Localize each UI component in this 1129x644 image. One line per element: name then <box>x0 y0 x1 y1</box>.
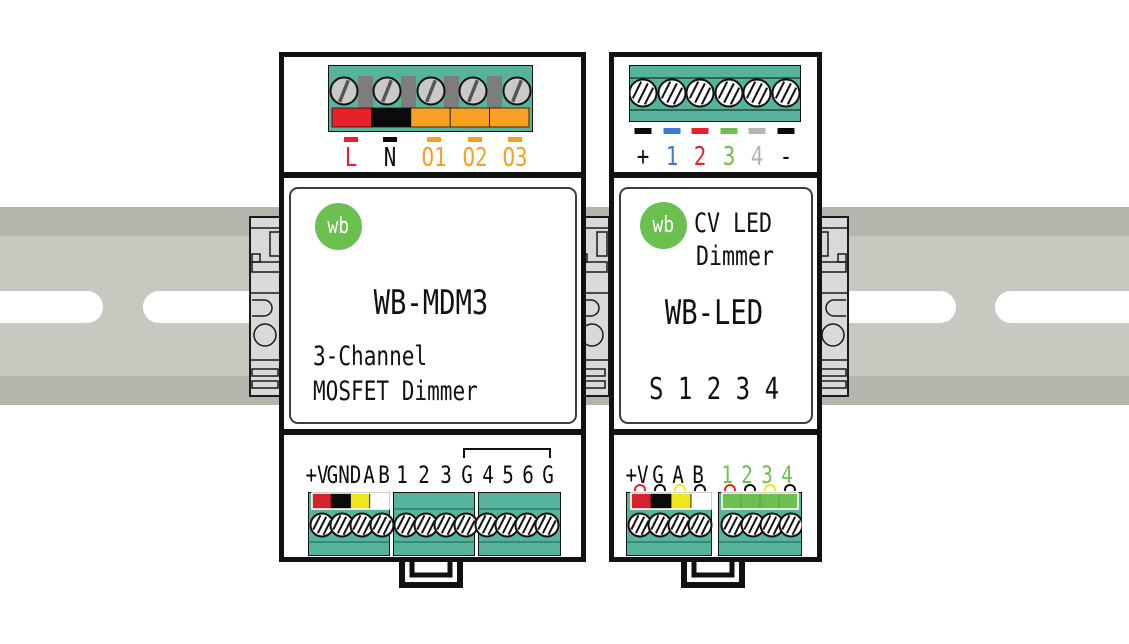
wb-logo: wb <box>315 203 362 250</box>
terminal-label: 3 <box>761 461 773 489</box>
wire-hole-mark <box>784 484 796 491</box>
terminal-label: G <box>461 461 473 489</box>
din-release-tab <box>681 559 745 588</box>
terminal-screws <box>629 78 801 108</box>
terminal-label: 1 <box>665 142 679 172</box>
terminal-label: N <box>383 143 397 173</box>
terminal-label: A <box>672 461 684 489</box>
wire-hole-mark <box>654 484 666 491</box>
device-subtitle-1: 3-Channel <box>313 341 428 372</box>
group-bracket <box>463 448 551 458</box>
terminal-label: 4 <box>750 142 764 172</box>
device-subtitle-2: MOSFET Dimmer <box>313 376 478 407</box>
terminal-label: - <box>779 142 793 172</box>
wire-color-dash <box>634 128 652 134</box>
terminal-label: 2 <box>418 461 430 489</box>
wire-color-strip <box>331 107 530 128</box>
wb-logo: wb <box>640 202 687 249</box>
terminal-label: 2 <box>741 461 753 489</box>
wire-color-strip <box>721 492 799 510</box>
terminal-screws <box>329 76 532 106</box>
terminal-label: O3 <box>502 143 528 173</box>
top-terminal-dashes <box>284 137 581 143</box>
device-type-2: Dimmer <box>695 241 775 272</box>
terminal-label: GND <box>326 461 362 489</box>
wire-color-dash <box>748 128 766 134</box>
din-rail-clip <box>249 216 283 397</box>
terminal-label: + <box>636 142 650 172</box>
rail-slot <box>995 291 1129 323</box>
terminal-label: 4 <box>781 461 793 489</box>
section-divider <box>284 429 581 435</box>
output-terminal-block <box>629 65 801 122</box>
wire-color-dash <box>468 137 482 142</box>
device-title: WB-LED <box>664 293 764 333</box>
section-divider <box>284 172 581 178</box>
wire-color-dash <box>427 137 441 142</box>
terminal-label: 3 <box>722 142 736 172</box>
wire-color-dash <box>508 137 522 142</box>
wire-color-strip <box>311 492 390 510</box>
wire-hole-mark <box>724 484 736 491</box>
wb-logo-text: wb <box>327 214 350 239</box>
bottom-terminal-block <box>308 492 561 556</box>
terminal-label: 3 <box>440 461 452 489</box>
wire-color-dash <box>720 128 738 134</box>
terminal-label: B <box>692 461 704 489</box>
terminal-label: O1 <box>421 143 447 173</box>
rail-slot <box>0 291 103 323</box>
wire-color-dash <box>344 137 358 142</box>
mains-terminal-block <box>328 65 533 132</box>
device-type-1: CV LED <box>693 208 773 239</box>
wire-color-strip <box>630 492 712 510</box>
wire-color-dash <box>777 128 795 134</box>
wire-hole-mark <box>674 484 686 491</box>
wire-color-dash <box>691 128 709 134</box>
terminal-label: 1 <box>721 461 733 489</box>
terminal-label: 5 <box>502 461 514 489</box>
terminal-label: +V <box>305 461 329 489</box>
terminal-label: B <box>378 461 390 489</box>
wire-hole-mark <box>634 484 646 491</box>
terminal-label: 4 <box>482 461 494 489</box>
terminal-screws <box>627 512 802 538</box>
section-divider <box>614 172 817 178</box>
wire-hole-mark <box>694 484 706 491</box>
device-title: WB-MDM3 <box>373 283 489 323</box>
din-release-tab <box>399 559 463 588</box>
terminal-label: 6 <box>522 461 534 489</box>
wire-hole-marks <box>614 484 817 492</box>
terminal-label: 1 <box>396 461 408 489</box>
terminal-screws <box>309 512 560 538</box>
terminal-label: L <box>344 143 358 173</box>
terminal-label: O2 <box>462 143 488 173</box>
section-divider <box>614 429 817 435</box>
wire-hole-mark <box>764 484 776 491</box>
terminal-label: 2 <box>693 142 707 172</box>
terminal-label: G <box>542 461 554 489</box>
terminal-label: +V <box>625 461 649 489</box>
wb-logo-text: wb <box>652 213 675 238</box>
terminal-label: G <box>652 461 664 489</box>
channel-row: S 1 2 3 4 <box>648 372 780 407</box>
terminal-label: A <box>363 461 375 489</box>
wire-color-dash <box>663 128 681 134</box>
wire-hole-mark <box>744 484 756 491</box>
wire-color-dash <box>383 137 397 142</box>
bottom-terminal-block <box>626 492 802 556</box>
top-terminal-dashes <box>614 128 817 135</box>
